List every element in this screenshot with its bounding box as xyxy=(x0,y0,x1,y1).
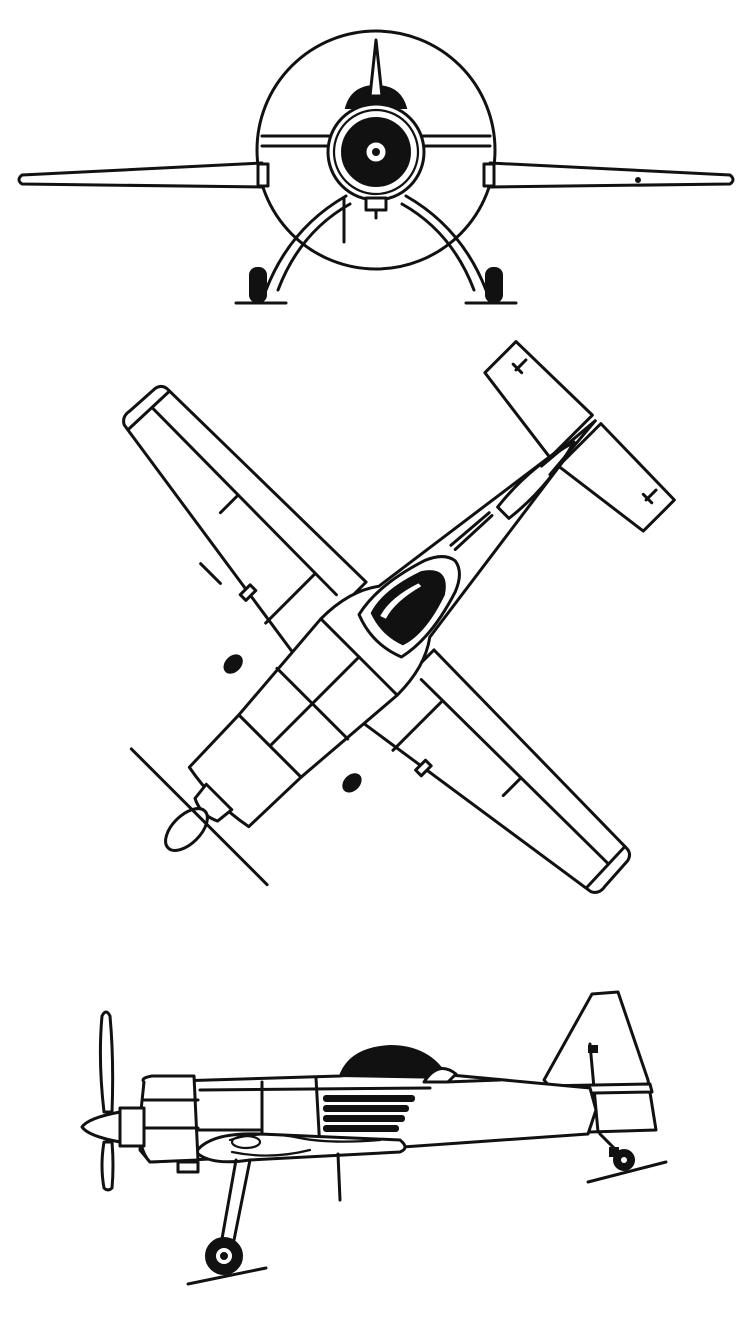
side-main-gear xyxy=(186,1152,342,1286)
exhaust xyxy=(364,196,388,212)
top-fin xyxy=(496,440,576,520)
right-pitot xyxy=(342,773,362,793)
right-wing-hinge xyxy=(414,758,433,778)
side-tail-wheel xyxy=(586,1132,668,1184)
left-wheel xyxy=(249,267,267,303)
left-wing-hinge xyxy=(238,583,258,602)
side-canopy xyxy=(338,1044,450,1080)
front-wing xyxy=(17,161,735,189)
top-wing xyxy=(122,384,632,894)
front-fin xyxy=(368,38,384,98)
side-exhaust xyxy=(176,1160,200,1174)
top-spinner xyxy=(164,807,209,852)
side-propeller-lower-blade xyxy=(100,1140,115,1192)
top-canopy xyxy=(357,555,461,659)
side-louvres xyxy=(323,1095,415,1132)
front-landing-gear xyxy=(234,194,518,305)
propeller-disc xyxy=(255,29,497,271)
top-horizontal-tail xyxy=(483,340,676,533)
front-view xyxy=(17,29,735,305)
right-wheel xyxy=(485,267,503,303)
side-spinner xyxy=(80,1110,122,1144)
top-view xyxy=(122,340,676,894)
side-view xyxy=(80,990,668,1286)
left-pitot xyxy=(223,654,243,674)
side-spinner-hub xyxy=(118,1106,146,1148)
top-propeller xyxy=(129,747,269,887)
side-propeller-upper-blade xyxy=(98,1010,115,1114)
side-cowling xyxy=(138,1074,200,1164)
